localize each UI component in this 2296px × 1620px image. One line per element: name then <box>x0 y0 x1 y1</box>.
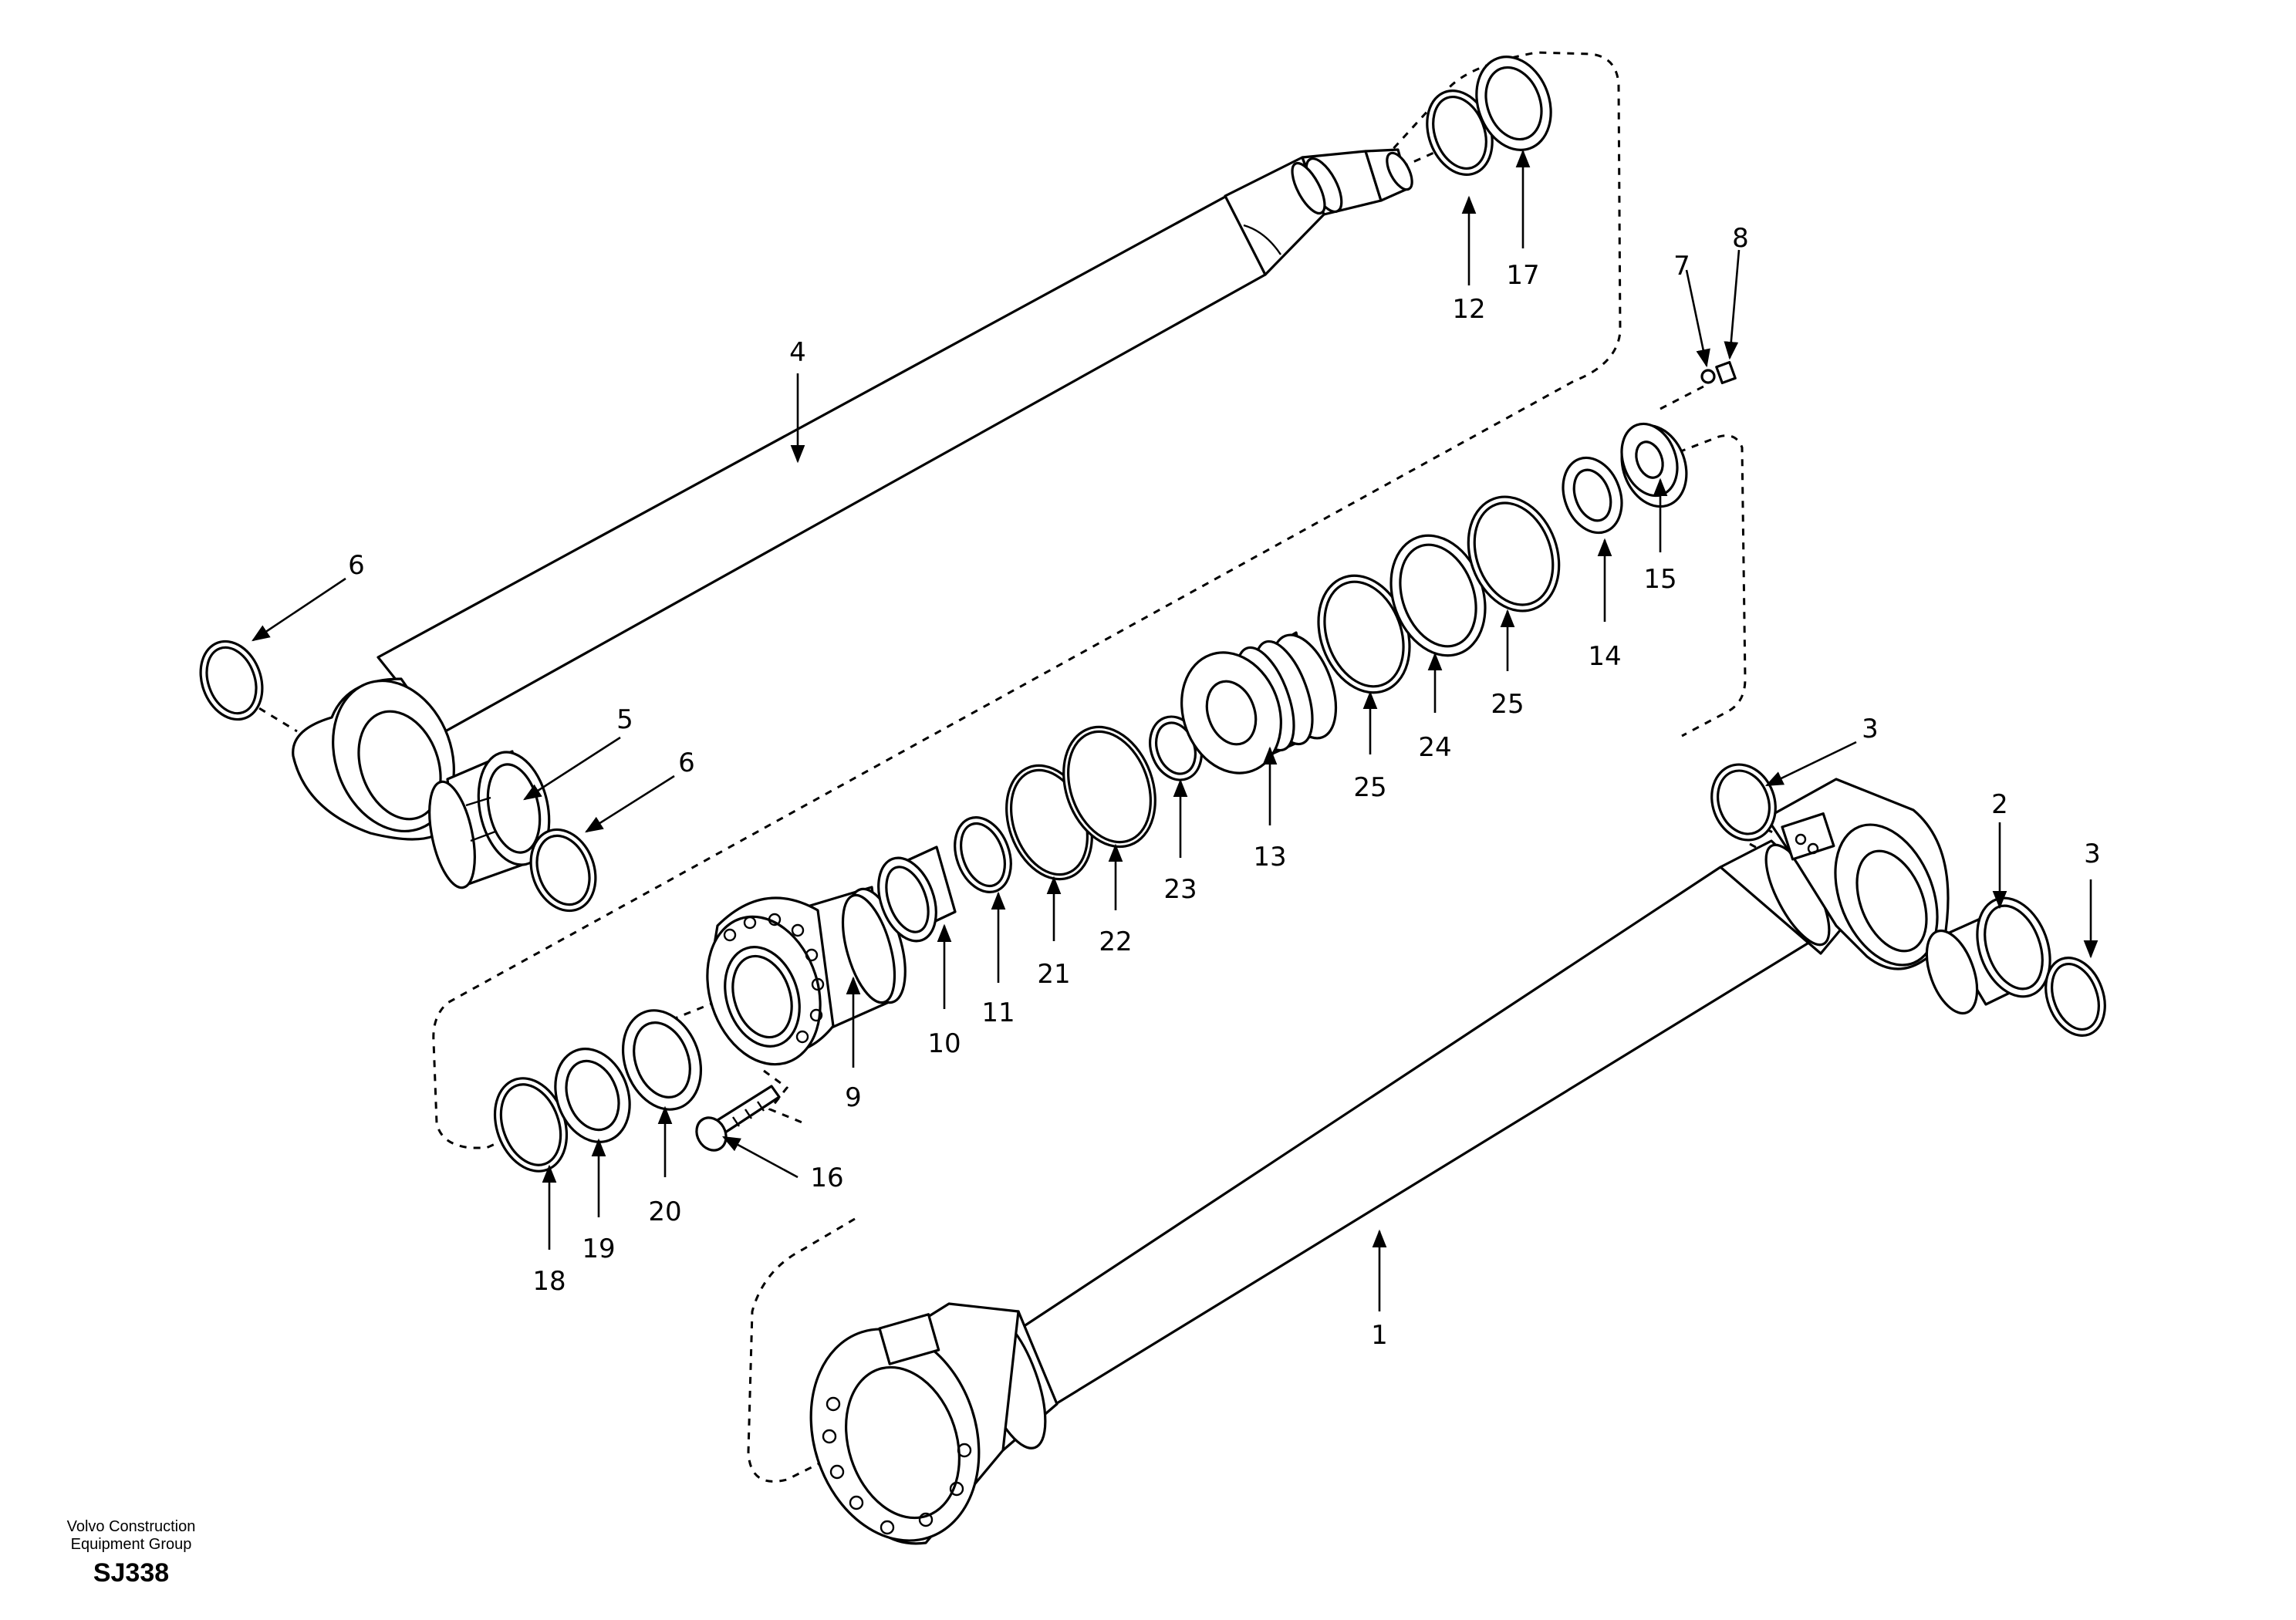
backup-ring-22 <box>1062 725 1156 849</box>
callout-25b: 25 <box>1491 689 1524 720</box>
illustration-code: SJ338 <box>93 1558 170 1588</box>
cylinder-barrel <box>809 778 1950 1545</box>
bushing-10 <box>877 845 957 943</box>
callout-10: 10 <box>927 1028 961 1059</box>
piston-seal-24 <box>1389 534 1487 657</box>
callout-12: 12 <box>1452 294 1485 325</box>
callout-5: 5 <box>616 704 633 735</box>
cylinder-head-9 <box>706 886 907 1066</box>
callout-6a: 6 <box>348 550 365 581</box>
callout-17: 17 <box>1506 260 1539 291</box>
publisher-name-line2: Equipment Group <box>70 1536 192 1553</box>
piston-13 <box>1180 631 1338 775</box>
steel-ball-7 <box>1700 369 1716 384</box>
wear-ring-25a <box>1317 574 1411 694</box>
callout-13: 13 <box>1253 842 1286 872</box>
bolt-16 <box>695 1085 781 1152</box>
ring-18 <box>493 1077 569 1173</box>
callout-19: 19 <box>582 1234 615 1264</box>
seal-ring-11 <box>954 815 1012 894</box>
callout-23: 23 <box>1163 874 1197 905</box>
retaining-ring-6b <box>529 828 597 913</box>
piston-rod <box>292 148 1413 841</box>
dust-wiper-17 <box>1475 56 1552 151</box>
callout-14: 14 <box>1588 641 1621 672</box>
seal-ring-12 <box>1426 89 1494 176</box>
callout-18: 18 <box>532 1266 566 1297</box>
callout-1: 1 <box>1371 1320 1388 1351</box>
publisher-footer: Volvo Construction Equipment Group SJ338 <box>31 1518 231 1588</box>
callout-25a: 25 <box>1353 772 1386 803</box>
callouts: 1 2 3 3 4 5 6 6 7 8 9 10 11 <box>252 149 2101 1351</box>
callout-16: 16 <box>810 1163 843 1193</box>
assembly-guide-line-barrel <box>747 1217 888 1483</box>
retaining-ring-6a <box>199 640 264 721</box>
callout-2: 2 <box>1991 789 2008 820</box>
publisher-name-line1: Volvo Construction <box>66 1518 196 1535</box>
callout-3b: 3 <box>2084 839 2101 869</box>
callout-4: 4 <box>789 337 806 368</box>
retaining-ring-3a <box>1710 763 1777 842</box>
bushing-2 <box>1925 896 2051 1015</box>
callout-20: 20 <box>648 1196 681 1227</box>
callout-15: 15 <box>1643 564 1676 595</box>
lock-nut-15 <box>1620 422 1688 508</box>
ring-20 <box>621 1009 703 1111</box>
callout-21: 21 <box>1037 959 1070 990</box>
set-screw-8 <box>1715 360 1737 385</box>
washer-14 <box>1562 456 1623 535</box>
callout-22: 22 <box>1099 926 1132 957</box>
callout-9: 9 <box>845 1082 862 1113</box>
ring-19 <box>554 1048 631 1143</box>
retaining-ring-3b <box>2044 957 2106 1037</box>
wear-ring-25b <box>1467 495 1561 613</box>
assembly-guide-line-piston <box>1678 434 1747 737</box>
callout-11: 11 <box>981 997 1015 1028</box>
callout-3a: 3 <box>1862 714 1879 744</box>
callout-7: 7 <box>1673 251 1690 282</box>
callout-24: 24 <box>1418 732 1451 763</box>
callout-6b: 6 <box>678 748 695 778</box>
callout-8: 8 <box>1732 223 1749 254</box>
